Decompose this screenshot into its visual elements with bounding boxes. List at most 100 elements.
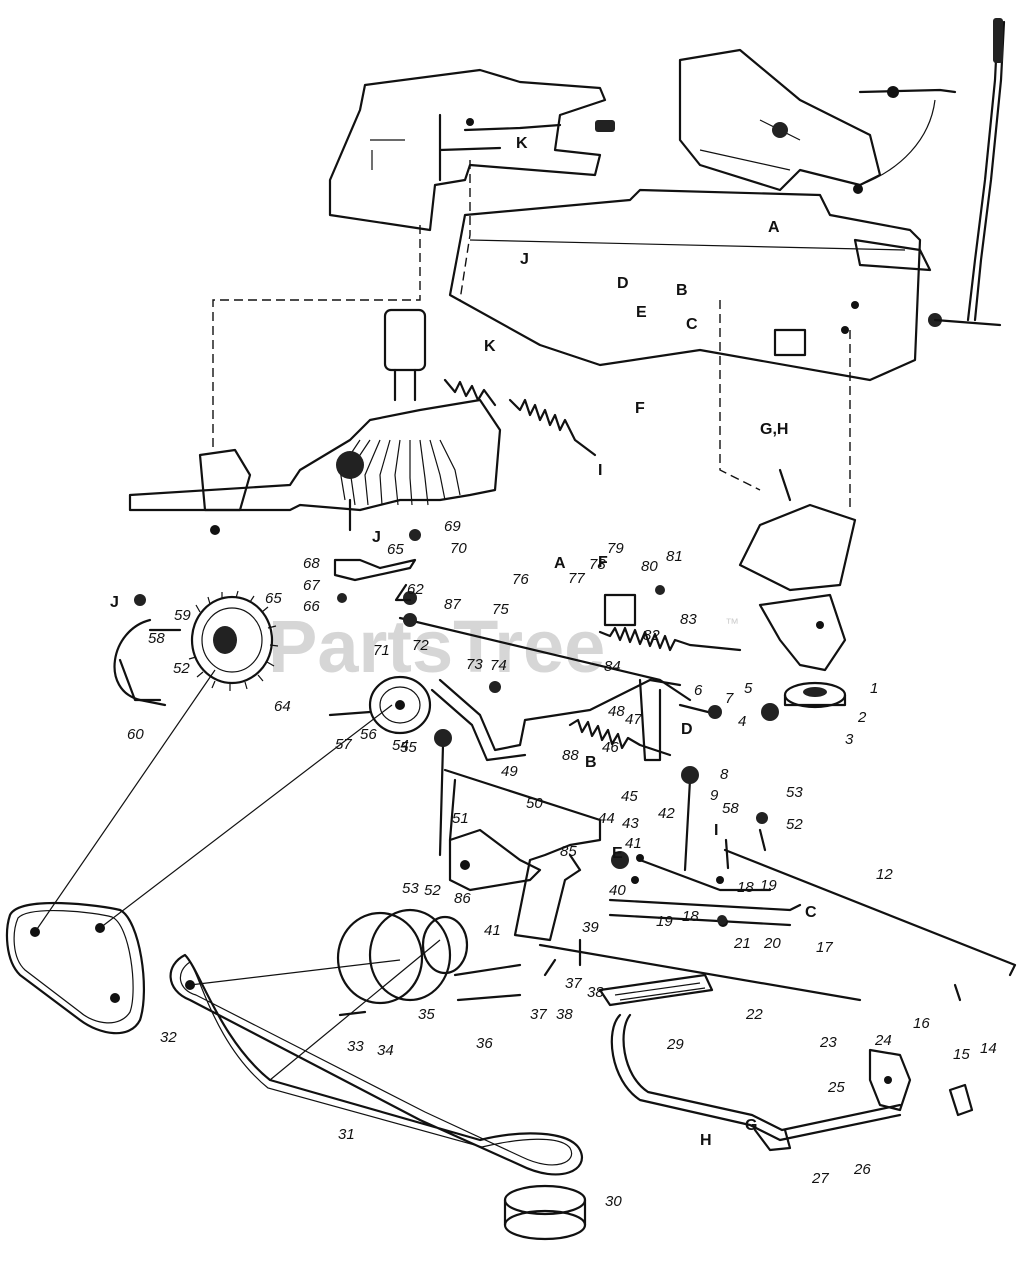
callout-18a: 18 — [737, 879, 754, 896]
callout-21: 21 — [733, 935, 751, 952]
spring-83 — [598, 626, 742, 652]
dashed-leader-1 — [212, 225, 421, 450]
callout-52b: 52 — [424, 882, 441, 899]
letter-E-mid: E — [612, 845, 623, 862]
callout-77: 77 — [568, 570, 585, 587]
letter-D-top: D — [617, 275, 629, 292]
letter-D-mid: D — [681, 721, 693, 738]
idler-arm-49 — [430, 678, 682, 762]
callout-82: 82 — [643, 627, 660, 644]
letter-C-mid: C — [805, 904, 817, 921]
callout-52c: 52 — [786, 816, 803, 833]
callout-41b: 41 — [484, 922, 501, 939]
letter-A-mid: A — [554, 555, 566, 572]
transmission — [128, 308, 502, 535]
pulley-35 — [336, 908, 469, 1005]
callout-2: 2 — [857, 709, 867, 726]
letter-J-top: J — [520, 251, 529, 268]
letter-GH-top: G,H — [760, 421, 788, 438]
dashed-leader-2 — [459, 160, 471, 301]
callout-26: 26 — [853, 1161, 871, 1178]
misc-hardware — [148, 468, 857, 1017]
callout-24: 24 — [874, 1032, 892, 1049]
callout-3: 3 — [845, 731, 854, 748]
callout-84: 84 — [604, 658, 621, 675]
callout-60: 60 — [127, 726, 144, 743]
callout-25: 25 — [827, 1079, 845, 1096]
callout-55: 55 — [400, 739, 417, 756]
bracket-assembly — [443, 768, 602, 942]
callout-58b: 58 — [722, 800, 739, 817]
callout-4: 4 — [738, 713, 746, 730]
lower-linkage — [538, 848, 1017, 1002]
callout-46: 46 — [602, 739, 619, 756]
callout-34: 34 — [377, 1042, 394, 1059]
callout-9: 9 — [710, 787, 719, 804]
letter-I-mid: I — [714, 822, 718, 839]
callout-67: 67 — [303, 577, 320, 594]
callout-38a: 38 — [587, 984, 604, 1001]
callout-32: 32 — [160, 1029, 177, 1046]
callout-19b: 19 — [656, 913, 673, 930]
belt-32 — [5, 901, 146, 1035]
pulley-71 — [368, 675, 432, 735]
letter-H-bot: H — [700, 1132, 712, 1149]
watermark: PartsTree — [268, 605, 605, 688]
letter-K-mid: K — [484, 338, 496, 355]
watermark-trademark: ™ — [725, 615, 739, 631]
callout-62: 62 — [407, 581, 424, 598]
callout-49: 49 — [501, 763, 518, 780]
callout-54: 54 — [392, 737, 409, 754]
callout-75: 75 — [492, 601, 509, 618]
callout-43: 43 — [622, 815, 639, 832]
callout-27: 27 — [811, 1170, 829, 1187]
bracket-24 — [868, 1048, 974, 1117]
control-housing — [678, 48, 957, 194]
callout-33: 33 — [347, 1038, 364, 1055]
belt-leader-lines — [34, 669, 441, 1081]
letter-I-top: I — [598, 462, 602, 479]
shift-rod-75 — [394, 583, 692, 702]
letter-J-mid: J — [372, 529, 381, 546]
letter-E-top: E — [636, 304, 647, 321]
shift-lever — [928, 18, 1006, 327]
callout-12: 12 — [876, 866, 893, 883]
callout-15: 15 — [953, 1046, 970, 1063]
callout-53a: 53 — [786, 784, 803, 801]
callout-56: 56 — [360, 726, 377, 743]
callout-59: 59 — [174, 607, 191, 624]
callout-22: 22 — [745, 1006, 763, 1023]
callout-29: 29 — [666, 1036, 684, 1053]
frame-plate — [448, 188, 932, 382]
rod-54 — [434, 729, 452, 857]
letter-C-top: C — [686, 316, 698, 333]
callout-50: 50 — [526, 795, 543, 812]
callout-52a: 52 — [173, 660, 190, 677]
callout-44: 44 — [598, 810, 615, 827]
belt-guard — [113, 594, 167, 707]
letter-F-top: F — [635, 400, 645, 417]
callout-8: 8 — [720, 766, 729, 783]
callout-7: 7 — [725, 690, 734, 707]
callout-14: 14 — [980, 1040, 997, 1057]
callout-88: 88 — [562, 747, 579, 764]
spring-top-I — [443, 378, 597, 457]
callout-79: 79 — [607, 540, 624, 557]
pulley-30 — [503, 1184, 587, 1241]
callout-64: 64 — [274, 698, 291, 715]
callout-47: 47 — [625, 711, 642, 728]
callout-80: 80 — [641, 558, 658, 575]
callout-35: 35 — [418, 1006, 435, 1023]
callout-5: 5 — [744, 680, 753, 697]
callout-70: 70 — [450, 540, 467, 557]
dashed-leader-3 — [719, 300, 761, 491]
callout-45: 45 — [621, 788, 638, 805]
spring-46 — [568, 718, 672, 757]
callout-16: 16 — [913, 1015, 930, 1032]
callout-37a: 37 — [565, 975, 582, 992]
callout-17: 17 — [816, 939, 833, 956]
callout-51: 51 — [452, 810, 469, 827]
callout-53b: 53 — [402, 880, 419, 897]
callout-57: 57 — [335, 736, 352, 753]
grip-29 — [598, 973, 714, 1007]
